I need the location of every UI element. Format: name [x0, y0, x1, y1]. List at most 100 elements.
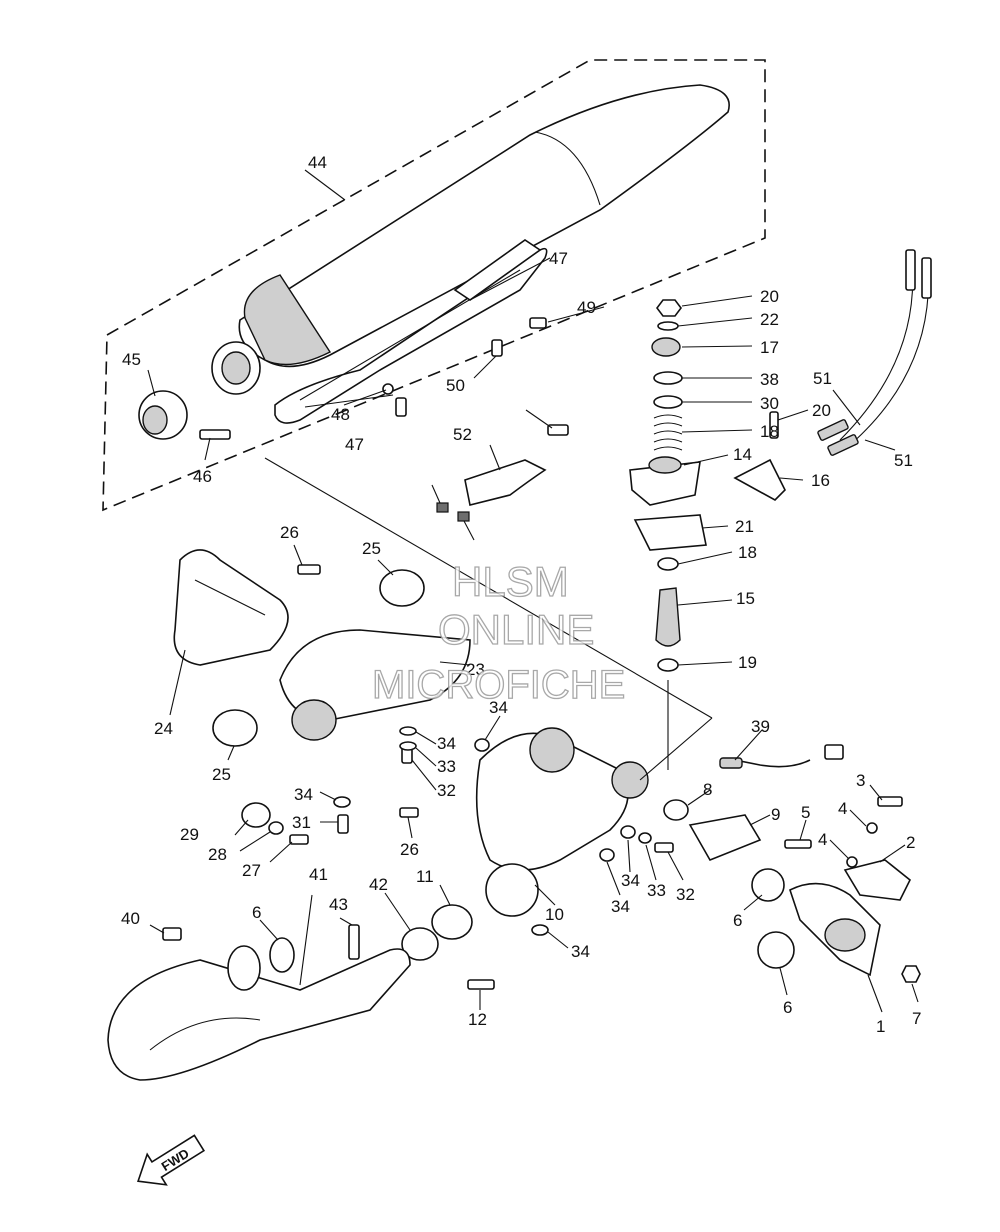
leader-5: [799, 819, 807, 841]
leader-10: [534, 884, 556, 906]
heat-guard-24: [173, 549, 289, 666]
leader-1: [867, 974, 883, 1013]
leader-43: [204, 437, 211, 461]
cover-bracket-group: [436, 424, 569, 522]
leader-21: [701, 525, 729, 529]
leader-25-lower: [227, 745, 235, 761]
leader-34-d: [627, 839, 631, 873]
muffler-gasket-inner: [142, 405, 168, 435]
leader-46: [343, 389, 387, 406]
leader-2: [879, 844, 906, 863]
leader-6-rear: [259, 919, 279, 941]
bolt-43: [199, 429, 231, 440]
heat-guard-rib: [194, 579, 266, 616]
washer-34-b: [333, 796, 351, 808]
leader-36: [734, 729, 763, 761]
cable-end-b: [921, 257, 932, 299]
heat-shield-ridge: [299, 269, 521, 401]
leader-32-right: [667, 851, 684, 881]
callout-2: 2: [906, 833, 915, 852]
leader-18-lower: [677, 661, 733, 666]
sensor-connector: [824, 744, 844, 760]
watermark-line-1: HLSM: [452, 558, 569, 605]
front-pipe-group: [401, 727, 921, 990]
callout-38: 41: [309, 865, 328, 884]
callout-40: 43: [329, 895, 348, 914]
leader-18-upper: [677, 551, 733, 565]
watermark-line-3: MICROFICHE: [372, 663, 625, 707]
callout-7: 7: [912, 1009, 921, 1028]
callout-5: 5: [801, 803, 810, 822]
bracket-15: [733, 458, 786, 501]
valve-stack-group: [629, 299, 786, 672]
leader-8: [687, 789, 711, 806]
callouts: 44 45 46 47 47 48 49 50 51 51 52 20 22 1…: [121, 153, 921, 1036]
callout-50: 52: [453, 425, 472, 444]
callout-48: 51: [894, 451, 913, 470]
leader-42: [147, 369, 156, 397]
leader-6-b: [779, 967, 788, 996]
washer-4-a: [866, 822, 878, 834]
callout-30: 30: [760, 394, 779, 413]
leader-16: [681, 345, 753, 348]
callout-21: 21: [735, 517, 754, 536]
callout-37: 40: [121, 909, 140, 928]
rear-pipe-inner: [149, 1017, 261, 1051]
leader-13: [683, 454, 729, 466]
leader-39: [384, 892, 411, 931]
leader-34-c: [484, 715, 501, 741]
leader-27: [269, 841, 293, 863]
callout-6-a: 6: [733, 911, 742, 930]
washer-34-a: [399, 726, 417, 736]
muffler-group: [102, 59, 766, 512]
nut-37: [162, 927, 182, 941]
bolt-52: [547, 424, 569, 436]
fwd-arrow: FWD: [137, 1134, 206, 1186]
leader-4-a: [849, 809, 867, 827]
leader-4-b: [829, 839, 849, 859]
heat-shield-2: [843, 859, 912, 901]
leader-45: [304, 394, 394, 408]
callout-25-lower: 25: [212, 765, 231, 784]
callout-34-b: 34: [294, 785, 313, 804]
callout-34-e: 34: [611, 897, 630, 916]
callout-25-upper: 25: [362, 539, 381, 558]
muffler-group-boundary: [102, 59, 766, 512]
fwd-arrow-shape: [137, 1134, 206, 1186]
leader-26-upper: [293, 544, 303, 566]
bolt-40: [348, 924, 360, 960]
leader-38: [299, 894, 313, 986]
leader-11: [439, 884, 451, 906]
bolt-3: [877, 796, 903, 807]
cable-adjuster-48: [827, 434, 859, 456]
callout-4-b: 4: [818, 830, 827, 849]
leader-34-b: [319, 791, 337, 801]
collector-port-a: [529, 727, 575, 773]
washer-33-a: [399, 741, 417, 751]
nut-7: [901, 965, 921, 983]
bolt-47-upper: [529, 317, 547, 329]
callout-31: 31: [292, 813, 311, 832]
washer-34-c: [474, 738, 490, 752]
gasket-39: [401, 927, 439, 961]
callout-18-upper: 18: [738, 543, 757, 562]
callout-17: 18: [760, 422, 779, 441]
washer-22: [657, 321, 679, 331]
leader-20: [681, 295, 753, 307]
collar-46: [382, 383, 394, 395]
rear-pipe-group: [107, 924, 411, 1081]
collar-28: [268, 821, 284, 835]
leader-23: [439, 661, 471, 666]
callout-13: 14: [733, 445, 752, 464]
bushing-18-upper: [657, 557, 679, 571]
muffler-clamp-inner: [221, 351, 251, 385]
callout-45: 47: [345, 435, 364, 454]
leader-33-a: [415, 747, 437, 767]
callout-26-upper: 26: [280, 523, 299, 542]
callout-8: 8: [703, 780, 712, 799]
leader-40: [339, 917, 353, 926]
leader-17: [681, 429, 753, 433]
leader-lines: [147, 169, 919, 1013]
